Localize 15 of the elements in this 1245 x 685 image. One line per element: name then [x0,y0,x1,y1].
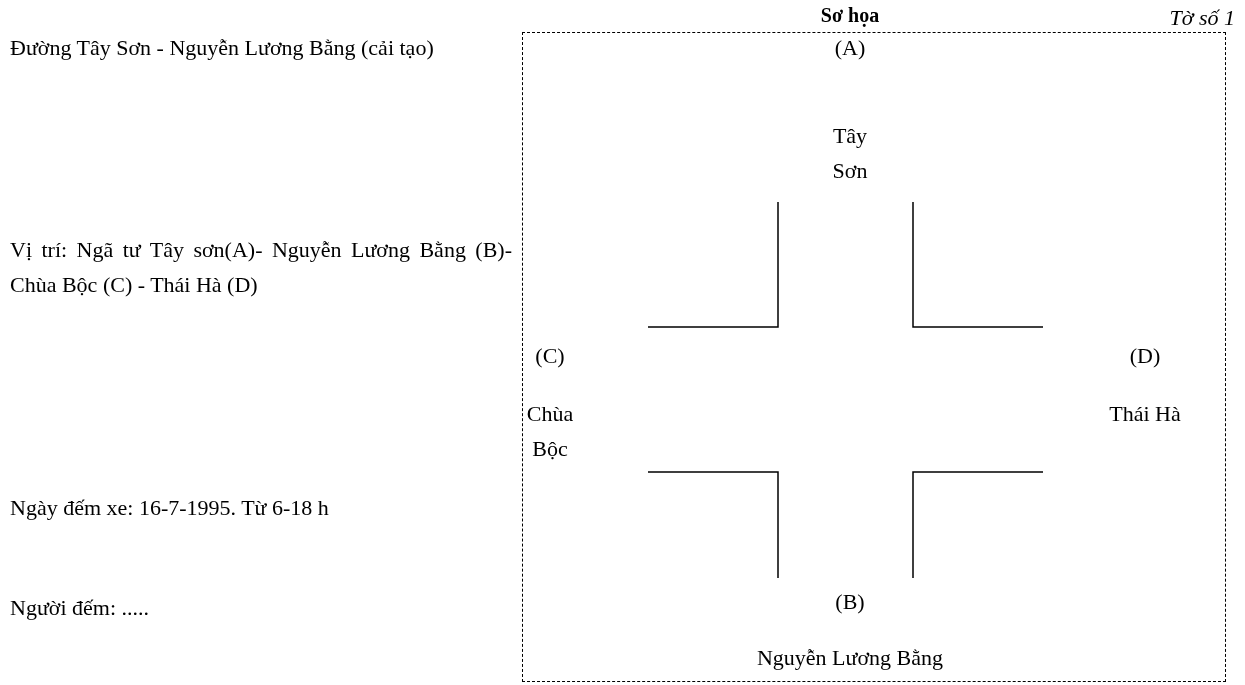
note-text: Ngày đếm xe: 16-7-1995. Từ 6-18 h [10,494,330,522]
direction-letter: (B) [834,588,866,616]
direction-letter: (D) [1128,342,1162,370]
street-name: Thái Hà [1108,400,1182,428]
street-name: Tây Sơn [831,122,869,185]
note-text: Đường Tây Sơn - Nguyễn Lương Bằng (cải tạo) [10,34,435,62]
direction-letter: (C) [534,342,566,370]
sketch-title: Sơ họa [819,3,881,29]
note-text: Vị trí: Ngã tư Tây sơn(A)- Nguyễn Lương Bằng (B)- Chùa Bộc (C) - Thái Hà (D) [10,236,512,299]
direction-letter: (A) [833,34,867,62]
street-name: Nguyễn Lương Bằng [755,644,945,672]
note-text: Người đếm: ..... [10,594,151,622]
sheet-number: Tờ số 1 [1168,4,1235,32]
sketch-frame [522,32,1226,682]
street-name: Chùa Bộc [525,400,575,463]
